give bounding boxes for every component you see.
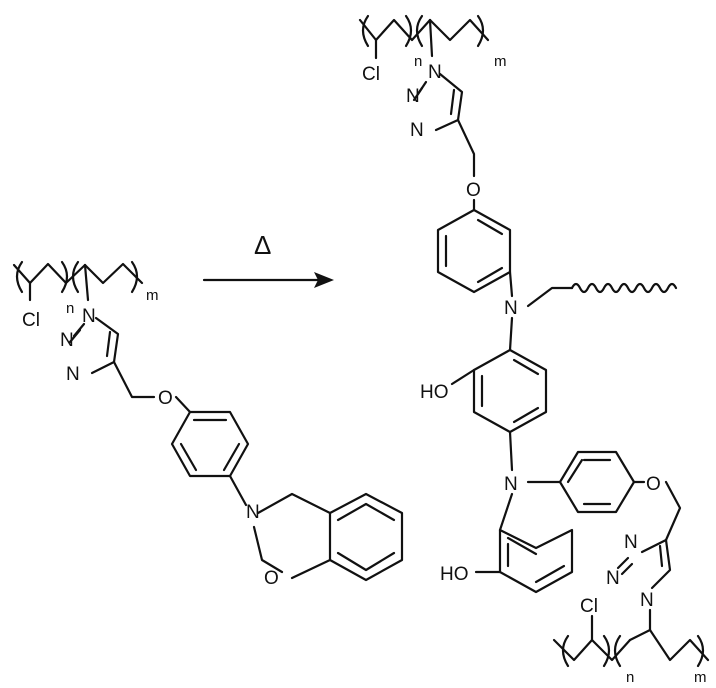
product-ho-2: HO — [440, 564, 469, 585]
reactant-triazole-n1: N — [82, 306, 96, 327]
reactant-triazole-n2: N — [60, 330, 74, 351]
product-cl-bot-label: Cl — [580, 596, 598, 617]
product-m-top-subscript: m — [494, 53, 507, 70]
product-o-top-label: O — [466, 180, 481, 201]
reaction-arrow — [202, 272, 334, 288]
product-amine-n2: N — [504, 474, 518, 495]
product-n-bot-subscript: n — [626, 669, 634, 686]
product-ho-1: HO — [420, 382, 449, 403]
product-tri-top-n2: N — [406, 86, 420, 107]
product-n-top-subscript: n — [414, 53, 422, 70]
reactant-ether-o: O — [158, 388, 173, 409]
product-tri-bot-n1: N — [624, 532, 638, 553]
product-structure — [358, 14, 710, 668]
reactant-oxazine-n: N — [246, 502, 260, 523]
product-m-bot-subscript: m — [694, 669, 707, 686]
product-tri-bot-n2: N — [606, 568, 620, 589]
reactant-structure — [12, 260, 404, 582]
reactant-cl-label: Cl — [22, 310, 40, 331]
heat-delta-label: Δ — [254, 230, 271, 260]
reactant-triazole-n3: N — [66, 364, 80, 385]
product-tri-top-n1: N — [428, 62, 442, 83]
reactant-n-subscript: n — [66, 300, 74, 317]
product-tri-bot-n3: N — [640, 590, 654, 611]
product-cl-top-label: Cl — [362, 64, 380, 85]
product-o-mid-label: O — [646, 474, 661, 495]
reactant-oxazine-o: O — [264, 568, 279, 589]
reactant-m-subscript: m — [146, 287, 159, 304]
product-tri-top-n3: N — [410, 120, 424, 141]
product-amine-n1: N — [504, 298, 518, 319]
